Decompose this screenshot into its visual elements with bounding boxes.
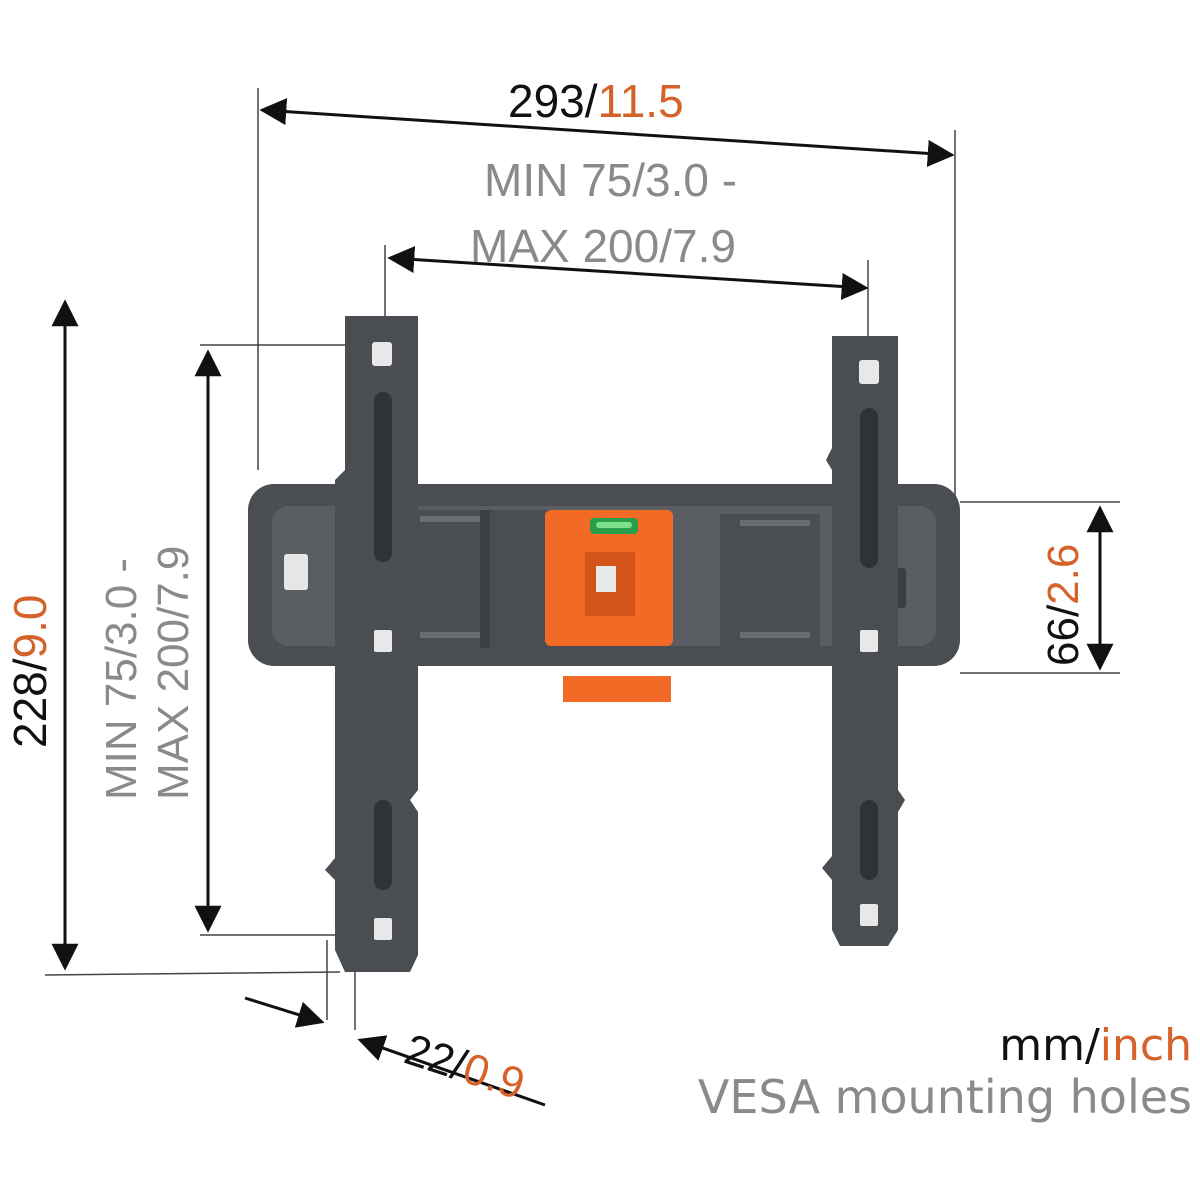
vesa-horizontal-label-2: MAX 200/7.9 <box>470 220 736 272</box>
spirit-level-lock <box>545 510 673 702</box>
vesa-horizontal-label: MIN 75/3.0 - <box>484 154 737 206</box>
overall-width-label: 293/11.5 <box>508 75 684 127</box>
wall-plate-height-label: 66/2.6 <box>1039 544 1088 666</box>
vesa-note: VESA mounting holes <box>697 1070 1192 1124</box>
unit-metric: mm <box>999 1020 1085 1071</box>
overall-height-label: 228/9.0 <box>4 595 56 748</box>
units-legend: mm/inch <box>999 1020 1192 1071</box>
unit-imperial: inch <box>1099 1020 1192 1071</box>
dimension-arrows <box>51 98 1114 1107</box>
left-vertical-bracket <box>325 316 418 972</box>
vesa-vertical-label: MIN 75/3.0 - <box>97 558 146 800</box>
right-vertical-bracket <box>822 336 905 946</box>
depth-label: 22/0.9 <box>399 1025 531 1109</box>
vesa-vertical-label-2: MAX 200/7.9 <box>149 546 198 800</box>
